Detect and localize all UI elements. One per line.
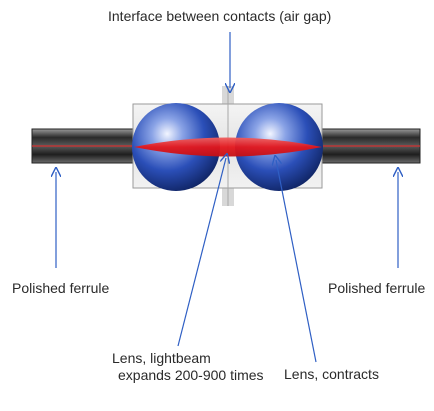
lens-contracts-label: Lens, contracts xyxy=(284,366,379,382)
lens-expands-line1: Lens, lightbeam xyxy=(112,350,211,366)
ferrule-right-label: Polished ferrule xyxy=(328,280,426,296)
interface-label: Interface between contacts (air gap) xyxy=(108,8,332,24)
right-ferrule xyxy=(321,128,421,164)
light-beam xyxy=(134,137,322,157)
lens-expands-label: Lens, lightbeam expands 200-900 times xyxy=(112,350,264,384)
lens-expands-line2: expands 200-900 times xyxy=(118,367,264,383)
ferrule-left-label: Polished ferrule xyxy=(12,280,110,296)
lens-contracts-arrow xyxy=(276,160,317,363)
arrows xyxy=(56,32,398,363)
lens-expands-arrow xyxy=(177,158,226,347)
left-ferrule xyxy=(31,128,134,164)
